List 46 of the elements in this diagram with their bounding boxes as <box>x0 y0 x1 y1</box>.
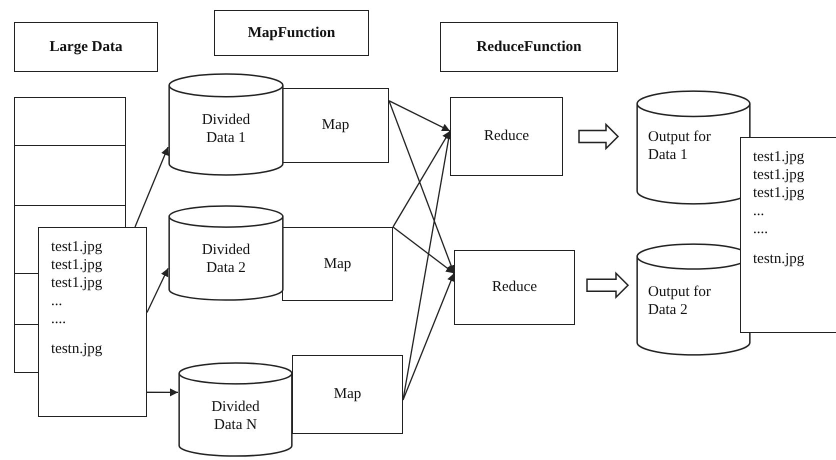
block-arrow <box>586 271 630 300</box>
arrow <box>146 268 169 313</box>
list-item: test1.jpg <box>51 238 104 256</box>
arrow <box>392 130 451 228</box>
list-item: ... <box>753 202 766 220</box>
process-box <box>454 250 575 325</box>
arrow <box>402 273 455 400</box>
label-text: Divided Data 1 <box>200 111 252 147</box>
label-text: Divided Data 2 <box>200 241 252 277</box>
heading-text: Large Data <box>50 38 122 56</box>
arrow <box>392 226 454 274</box>
heading-text: ReduceFunction <box>476 38 582 56</box>
list-item: test1.jpg <box>51 274 104 292</box>
process-box <box>450 97 563 176</box>
title-box <box>440 22 618 72</box>
list-item: testn.jpg <box>51 340 104 358</box>
list-item: ... <box>51 292 64 310</box>
list-item: test1.jpg <box>753 166 806 184</box>
list-item: test1.jpg <box>753 148 806 166</box>
label-text: Divided Data N <box>210 398 261 434</box>
arrow <box>134 146 169 228</box>
list-item: testn.jpg <box>753 250 806 268</box>
list-item: test1.jpg <box>753 184 806 202</box>
data-block-stack <box>14 97 126 227</box>
file-list-box <box>38 227 147 417</box>
list-item: .... <box>51 310 67 328</box>
arrow <box>388 100 455 274</box>
title-box <box>214 10 369 56</box>
label-text: Reduce <box>492 279 537 296</box>
process-box <box>292 355 403 434</box>
list-item: test1.jpg <box>51 256 104 274</box>
title-box <box>14 22 158 72</box>
process-box <box>282 227 393 301</box>
arrow <box>147 388 178 396</box>
label-text: Output for Data 1 <box>648 128 712 164</box>
label-text: Map <box>324 256 352 272</box>
heading-text: MapFunction <box>248 24 336 42</box>
arrow <box>388 100 450 132</box>
list-item: .... <box>753 220 769 238</box>
file-list-box <box>740 137 836 333</box>
label-text: Output for Data 2 <box>648 283 712 319</box>
label-text: Reduce <box>484 128 529 145</box>
label-text: Map <box>322 117 350 134</box>
block-arrow <box>578 122 620 150</box>
process-box <box>282 88 389 163</box>
label-text: Map <box>334 386 362 403</box>
